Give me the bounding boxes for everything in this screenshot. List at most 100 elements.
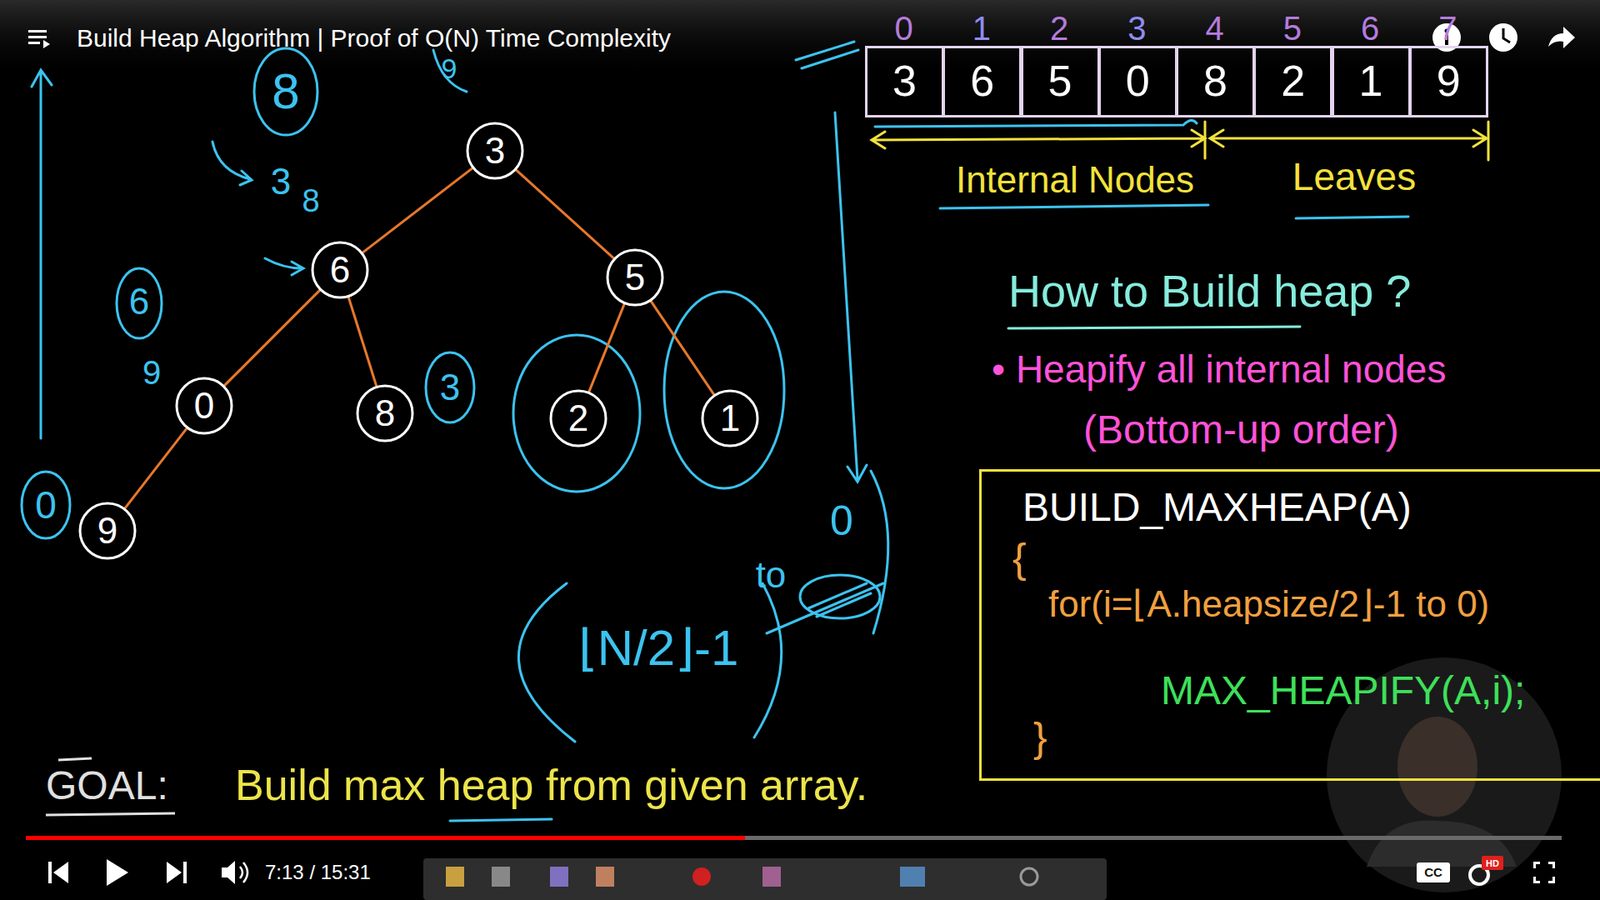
hd-badge (1481, 855, 1504, 870)
bracket-curve (870, 470, 889, 634)
circle-outline (607, 250, 663, 305)
tree-node: 8 (355, 383, 415, 444)
tool-icon (491, 866, 510, 887)
leaf-ellipse (513, 335, 640, 492)
annotation-number: 9 (441, 53, 458, 85)
array-value: 3 (892, 57, 917, 105)
tree-node: 6 (310, 240, 370, 300)
clock-hands (1503, 28, 1510, 43)
share-icon (1548, 26, 1575, 49)
array-value: 5 (1048, 57, 1073, 105)
icon-triangle (43, 40, 50, 49)
bullet-note: • Heapify all internal nodes (991, 348, 1446, 391)
tree-edge (650, 300, 715, 395)
loop-line: for(i=⌊A.heapsize/2⌋-1 to 0) (1048, 584, 1490, 625)
tool-icon (550, 866, 569, 887)
tree-node: 1 (700, 388, 760, 449)
array-cell: 1 (1331, 45, 1411, 118)
range-line (875, 120, 1197, 127)
array-value: 1 (1359, 57, 1384, 105)
node-value: 1 (720, 398, 740, 439)
pointer-arrow (212, 141, 252, 185)
tool-icon (692, 867, 711, 886)
annotation-circle (21, 471, 70, 539)
annotation-number: 6 (129, 281, 150, 322)
leaves-range (1210, 130, 1487, 147)
node-value: 9 (97, 510, 118, 551)
formula-text: 0 (830, 498, 854, 545)
tree-node: 3 (465, 120, 525, 181)
icon-bar (28, 35, 47, 39)
cc-label: CC (1424, 865, 1443, 880)
formula-text: to (755, 555, 787, 595)
tree-node: 0 (174, 375, 235, 436)
tree-node: 9 (77, 500, 138, 561)
pointer-arrow (265, 258, 304, 275)
internal-range (871, 130, 1205, 149)
formula-text: ⌊N/2⌋-1 (578, 620, 740, 676)
array-value: 2 (1280, 57, 1305, 105)
annotation-number: 8 (301, 184, 320, 220)
code-brace: } (1033, 715, 1048, 761)
array-value: 8 (1203, 57, 1228, 105)
prev-icon (48, 861, 69, 884)
tree-edge (124, 427, 188, 510)
code-box: BUILD_MAXHEAP(A) { for(i=⌊A.heapsize/2⌋-1 … (979, 469, 1600, 781)
array-index: 3 (1127, 10, 1146, 47)
bullet-note: (Bottom-up order) (1083, 408, 1400, 453)
annotation-number: 3 (440, 367, 460, 408)
underline (1008, 326, 1300, 329)
annotation-circle (425, 352, 475, 423)
scribble-circle (800, 575, 880, 619)
scribble-lines (795, 41, 859, 69)
circle-outline (176, 378, 232, 434)
goal-label: GOAL: (45, 764, 169, 809)
annotation-circle (254, 48, 318, 135)
node-value: 6 (330, 250, 350, 290)
node-value: 0 (194, 385, 215, 426)
underline (1295, 216, 1409, 219)
leaf-ellipse (664, 291, 785, 489)
down-arrow (835, 112, 867, 482)
array-cell: 9 (1409, 45, 1489, 118)
range-label: Leaves (1292, 155, 1416, 199)
annotation-stroke (433, 50, 467, 92)
hd-label: HD (1485, 858, 1500, 869)
progress-played (25, 835, 745, 840)
array-value: 0 (1125, 57, 1150, 105)
code-brace: { (1012, 535, 1027, 582)
array-cell: 2 (1253, 45, 1333, 118)
array-cell: 3 (865, 45, 945, 118)
tool-icon (1020, 868, 1038, 885)
function-header: BUILD_MAXHEAP(A) (1022, 485, 1412, 530)
underline (450, 819, 552, 821)
tree-edge (588, 303, 625, 394)
circle-outline (80, 503, 135, 559)
node-value: 2 (568, 398, 589, 439)
tree-edge (515, 169, 615, 260)
array-index: 4 (1205, 10, 1225, 47)
toolbar (423, 858, 1107, 900)
next-icon (166, 861, 187, 884)
underline (940, 205, 1209, 209)
annotation-number: 0 (35, 484, 57, 527)
circle-outline (467, 123, 523, 179)
array-index: 0 (895, 10, 914, 47)
array-cell: 5 (1020, 45, 1100, 118)
toolbar-bg (423, 858, 1107, 900)
range-tick (1204, 121, 1207, 159)
tree-edge (348, 295, 377, 387)
video-title: Build Heap Algorithm | Proof of O(N) Tim… (76, 24, 671, 52)
icon-bar (28, 30, 47, 33)
tool-icon (595, 866, 615, 887)
icon-bar (28, 41, 40, 45)
range-tick (1487, 121, 1490, 160)
tree-edge (223, 289, 320, 386)
up-arrow (31, 70, 52, 439)
array-cell: 8 (1175, 45, 1255, 118)
tool-icon (762, 866, 781, 887)
circle-outline (312, 242, 368, 298)
tool-icon (445, 866, 465, 887)
video-time: 7:13 / 15:31 (265, 861, 371, 884)
array-cell: 6 (942, 45, 1022, 118)
